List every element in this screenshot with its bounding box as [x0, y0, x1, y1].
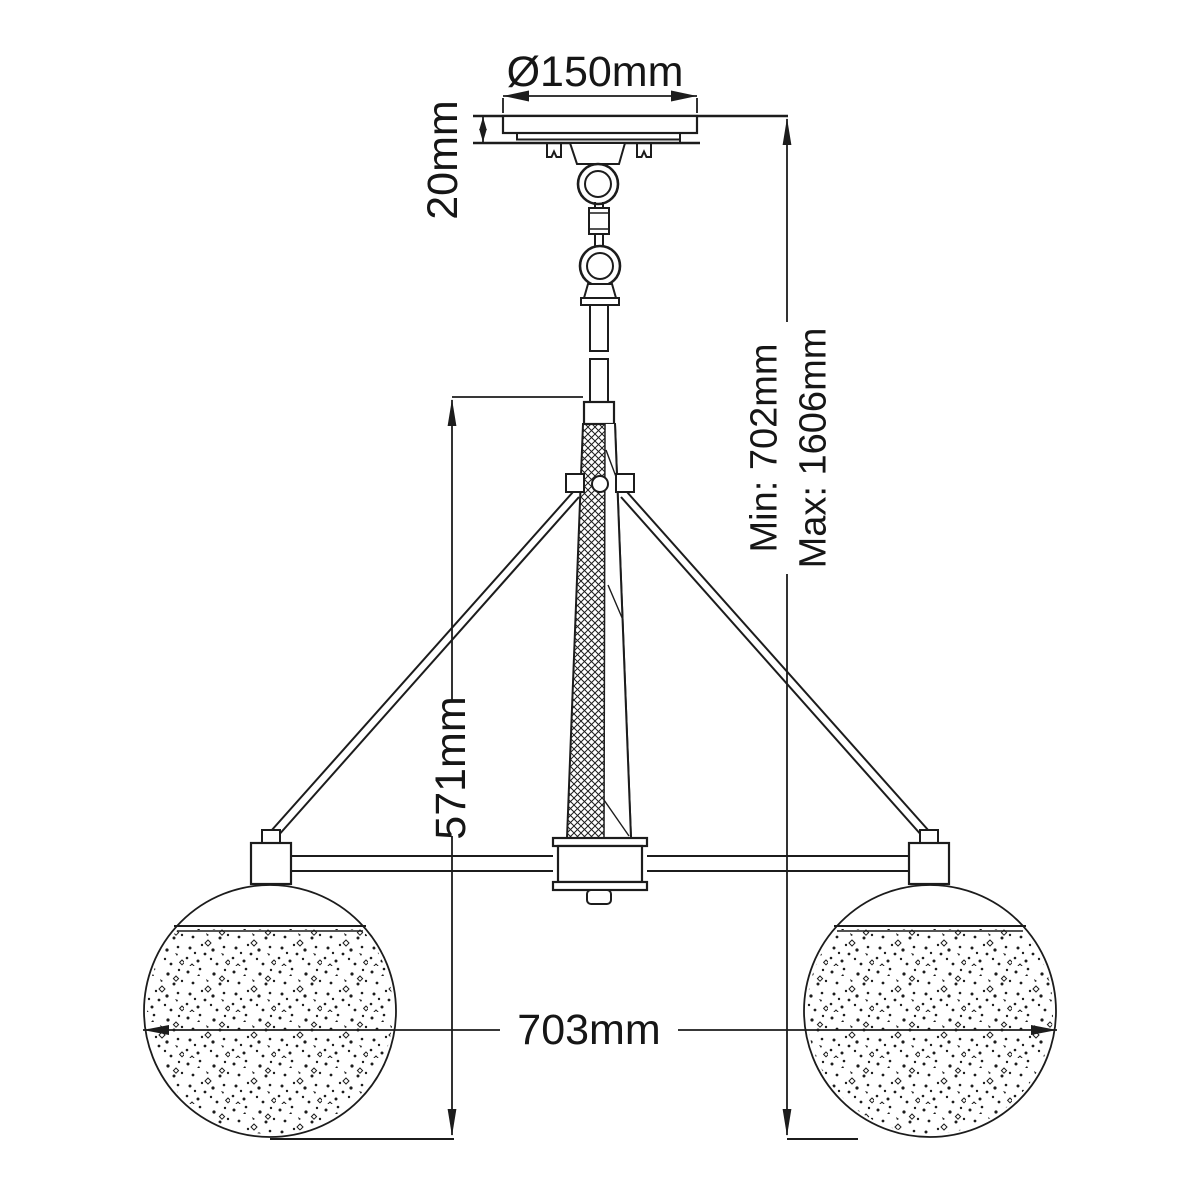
label-fixture-width: 703mm [517, 1006, 660, 1054]
brace-collar [565, 473, 635, 493]
dimension-min-max-drop: Min: 702mm Max: 1606mm [743, 118, 858, 1140]
label-canopy-diameter: Ø150mm [507, 48, 684, 96]
center-hub [551, 836, 649, 905]
canopy-fitter [568, 142, 627, 165]
collar-screw [591, 475, 609, 493]
stem-coupler [582, 400, 616, 426]
stem-rod [582, 304, 616, 426]
collar-ear-left [565, 473, 585, 493]
chain-link-sleeve [588, 207, 610, 235]
label-body-height: 571mm [427, 696, 475, 839]
mounting-tab-left [546, 143, 562, 158]
globe-right [803, 829, 1057, 1138]
hanging-chain [576, 162, 622, 306]
telescopic-pole [565, 423, 633, 839]
rod-collar [582, 283, 618, 299]
label-canopy-height: 20mm [419, 100, 467, 219]
dimension-canopy-height: 20mm [419, 100, 487, 220]
horizontal-arms [291, 855, 909, 872]
label-max-drop: Max: 1606mm [792, 328, 834, 569]
mounting-tab-right [636, 143, 652, 158]
dimension-fixture-width: 703mm [143, 1006, 1057, 1054]
globe-right-seeded-glass [807, 929, 1053, 1134]
dimension-canopy-diameter: Ø150mm [502, 48, 698, 113]
globe-left-seeded-glass [147, 929, 393, 1134]
globe-right-socket [907, 841, 951, 886]
globe-left-socket [249, 841, 293, 886]
globe-left [143, 829, 397, 1138]
ceiling-canopy [501, 114, 699, 165]
globe-left-knob [261, 829, 281, 844]
diagonal-braces [270, 491, 930, 838]
dimension-body-height: 571mm [270, 396, 583, 1140]
label-min-drop: Min: 702mm [743, 343, 785, 552]
globe-right-knob [919, 829, 939, 844]
collar-ear-right [615, 473, 635, 493]
hub-finial [586, 889, 612, 905]
